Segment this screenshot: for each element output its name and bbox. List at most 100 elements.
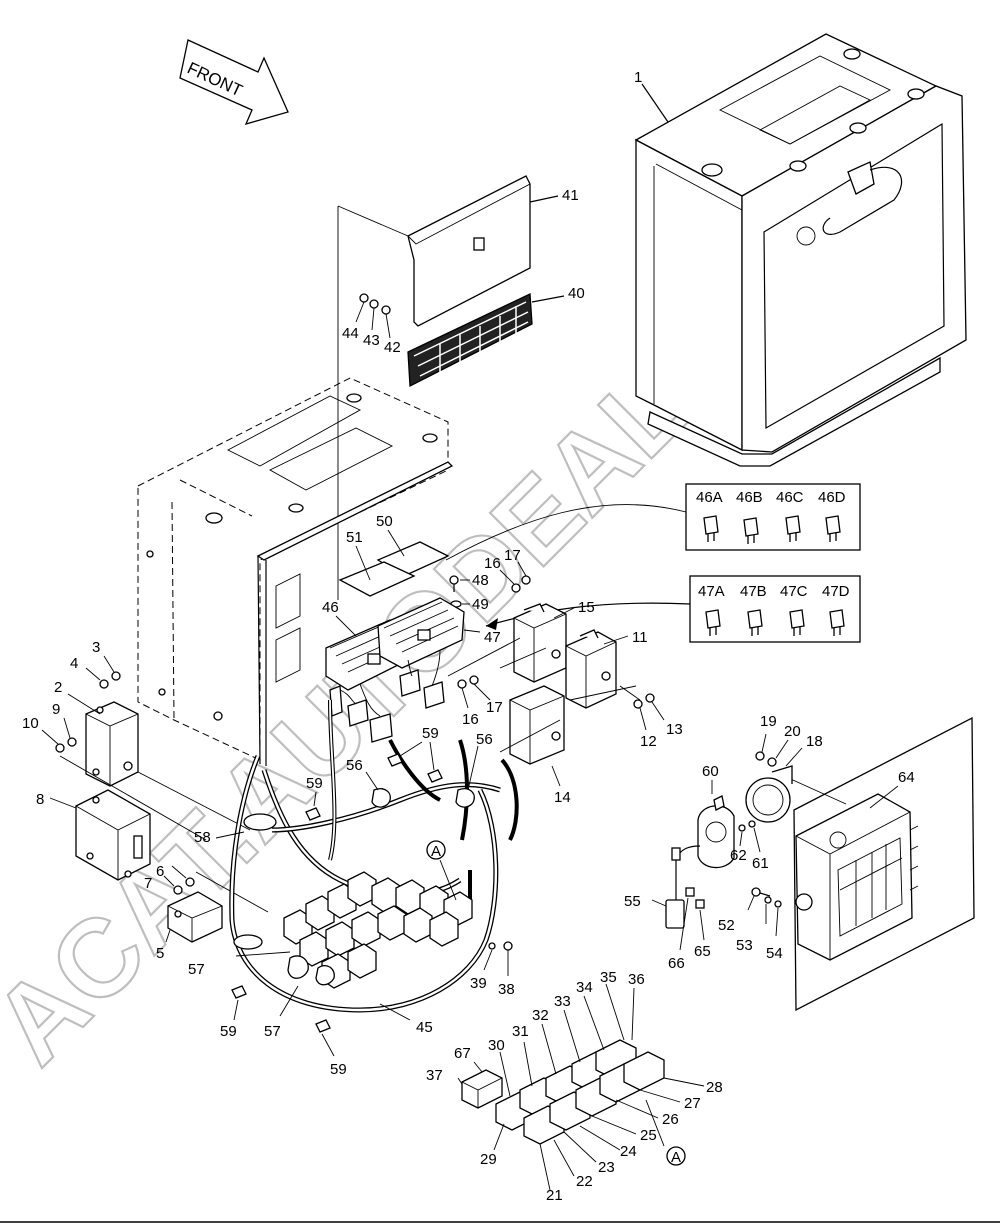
callout-56-left: 56	[346, 757, 363, 774]
callout-16-lower: 16	[462, 711, 479, 728]
callout-38: 38	[498, 981, 515, 998]
callout-46: 46	[322, 599, 339, 616]
fuse-47a-label: 47A	[698, 583, 725, 600]
callout-59-c: 59	[220, 1023, 237, 1040]
callout-51: 51	[346, 529, 363, 546]
callout-8: 8	[36, 791, 44, 808]
callout-10: 10	[22, 715, 39, 732]
callout-11: 11	[632, 629, 648, 646]
relay-2: 2	[54, 679, 139, 787]
callout-20: 20	[784, 723, 801, 740]
callout-39: 39	[470, 975, 487, 992]
callout-54: 54	[766, 945, 783, 962]
callout-59-d: 59	[330, 1061, 347, 1078]
callout-5: 5	[156, 945, 164, 962]
callout-25: 25	[640, 1127, 657, 1144]
ref-a-bottom: A	[671, 1149, 681, 1166]
screws-16-17-upper: 16 17	[484, 547, 531, 593]
callout-60: 60	[702, 763, 719, 780]
clamps: 56 56 57 57	[188, 731, 493, 1040]
fuse-box-47: 47A 47B 47C 47D	[485, 575, 861, 643]
fuse-block-47: 47	[377, 597, 501, 709]
callout-1: 1	[634, 69, 642, 86]
callout-52: 52	[718, 917, 735, 934]
callout-44: 44	[342, 325, 359, 342]
callout-57-right: 57	[264, 1023, 281, 1040]
callout-57-left: 57	[188, 961, 205, 978]
callout-19: 19	[760, 713, 777, 730]
callout-49: 49	[472, 596, 489, 613]
connector-55: 55 66 65	[624, 845, 711, 972]
callout-62: 62	[730, 847, 747, 864]
callout-26: 26	[662, 1111, 679, 1128]
fuse-47d-label: 47D	[822, 583, 850, 600]
callout-21: 21	[546, 1187, 563, 1204]
callout-66: 66	[668, 955, 685, 972]
screws-38-39: 39 38	[470, 941, 515, 998]
callout-18: 18	[806, 733, 823, 750]
callout-12: 12	[640, 733, 657, 750]
callout-16-upper: 16	[484, 555, 501, 572]
callout-3: 3	[92, 639, 100, 656]
callout-23: 23	[598, 1159, 615, 1176]
callout-6: 6	[156, 863, 164, 880]
callout-43: 43	[363, 332, 380, 349]
callout-29: 29	[480, 1151, 497, 1168]
callout-15: 15	[578, 599, 595, 616]
callout-45: 45	[416, 1019, 433, 1036]
callout-40: 40	[568, 285, 585, 302]
callout-22: 22	[576, 1173, 593, 1190]
callout-47: 47	[484, 629, 501, 646]
unit-5: 5 7 6	[144, 863, 269, 962]
callout-59-a: 59	[306, 775, 323, 792]
relay-15: 15	[513, 599, 595, 683]
relay-14: 14	[499, 685, 637, 806]
callout-41: 41	[562, 187, 579, 204]
callout-50: 50	[376, 513, 393, 530]
callout-9: 9	[52, 701, 60, 718]
labels-50-51: 50 51	[338, 513, 450, 597]
fuse-47c-label: 47C	[780, 583, 808, 600]
callout-56-right: 56	[476, 731, 493, 748]
callout-48: 48	[472, 572, 489, 589]
screws-3-4: 4 3	[70, 639, 121, 689]
fuse-46d-label: 46D	[818, 489, 846, 506]
callout-37: 37	[426, 1067, 443, 1084]
screws-9-10: 10 9	[22, 701, 251, 841]
callout-67: 67	[454, 1045, 471, 1062]
callout-64: 64	[898, 769, 915, 786]
callout-2: 2	[54, 679, 62, 696]
bolts-59: 59 59 59 59	[220, 725, 443, 1078]
callout-30: 30	[488, 1037, 505, 1054]
fuse-46c-label: 46C	[776, 489, 804, 506]
ref-a-top: A	[431, 843, 441, 860]
callout-65: 65	[694, 943, 711, 960]
panel-64: 64	[783, 716, 975, 1012]
fuse-46a-label: 46A	[696, 489, 723, 506]
callout-4: 4	[70, 655, 78, 672]
callout-35: 35	[600, 969, 617, 986]
callout-42: 42	[384, 339, 401, 356]
callout-14: 14	[554, 789, 571, 806]
controller-bracket-41: 41	[407, 175, 579, 327]
callout-27: 27	[684, 1095, 701, 1112]
callout-33: 33	[554, 993, 571, 1010]
callout-24: 24	[620, 1143, 637, 1160]
fuse-47b-label: 47B	[740, 583, 767, 600]
fuse-46b-label: 46B	[736, 489, 763, 506]
label-sheet-40: 40	[407, 285, 585, 388]
screws-lower: 16 17 12 13	[447, 637, 683, 750]
front-arrow: FRONT	[179, 39, 289, 126]
bolts-42-44: 44 43 42	[342, 293, 401, 356]
switch-60: 60 62 61	[697, 763, 769, 872]
relay-cluster: A	[283, 840, 473, 989]
callout-58: 58	[194, 829, 211, 846]
callout-59-b: 59	[422, 725, 439, 742]
callout-17-upper: 17	[504, 547, 521, 564]
callout-13: 13	[666, 721, 683, 738]
callout-34: 34	[576, 979, 593, 996]
callout-17-lower: 17	[486, 699, 503, 716]
fuse-box-46: 46A 46B 46C 46D	[445, 483, 861, 561]
callout-55: 55	[624, 893, 641, 910]
